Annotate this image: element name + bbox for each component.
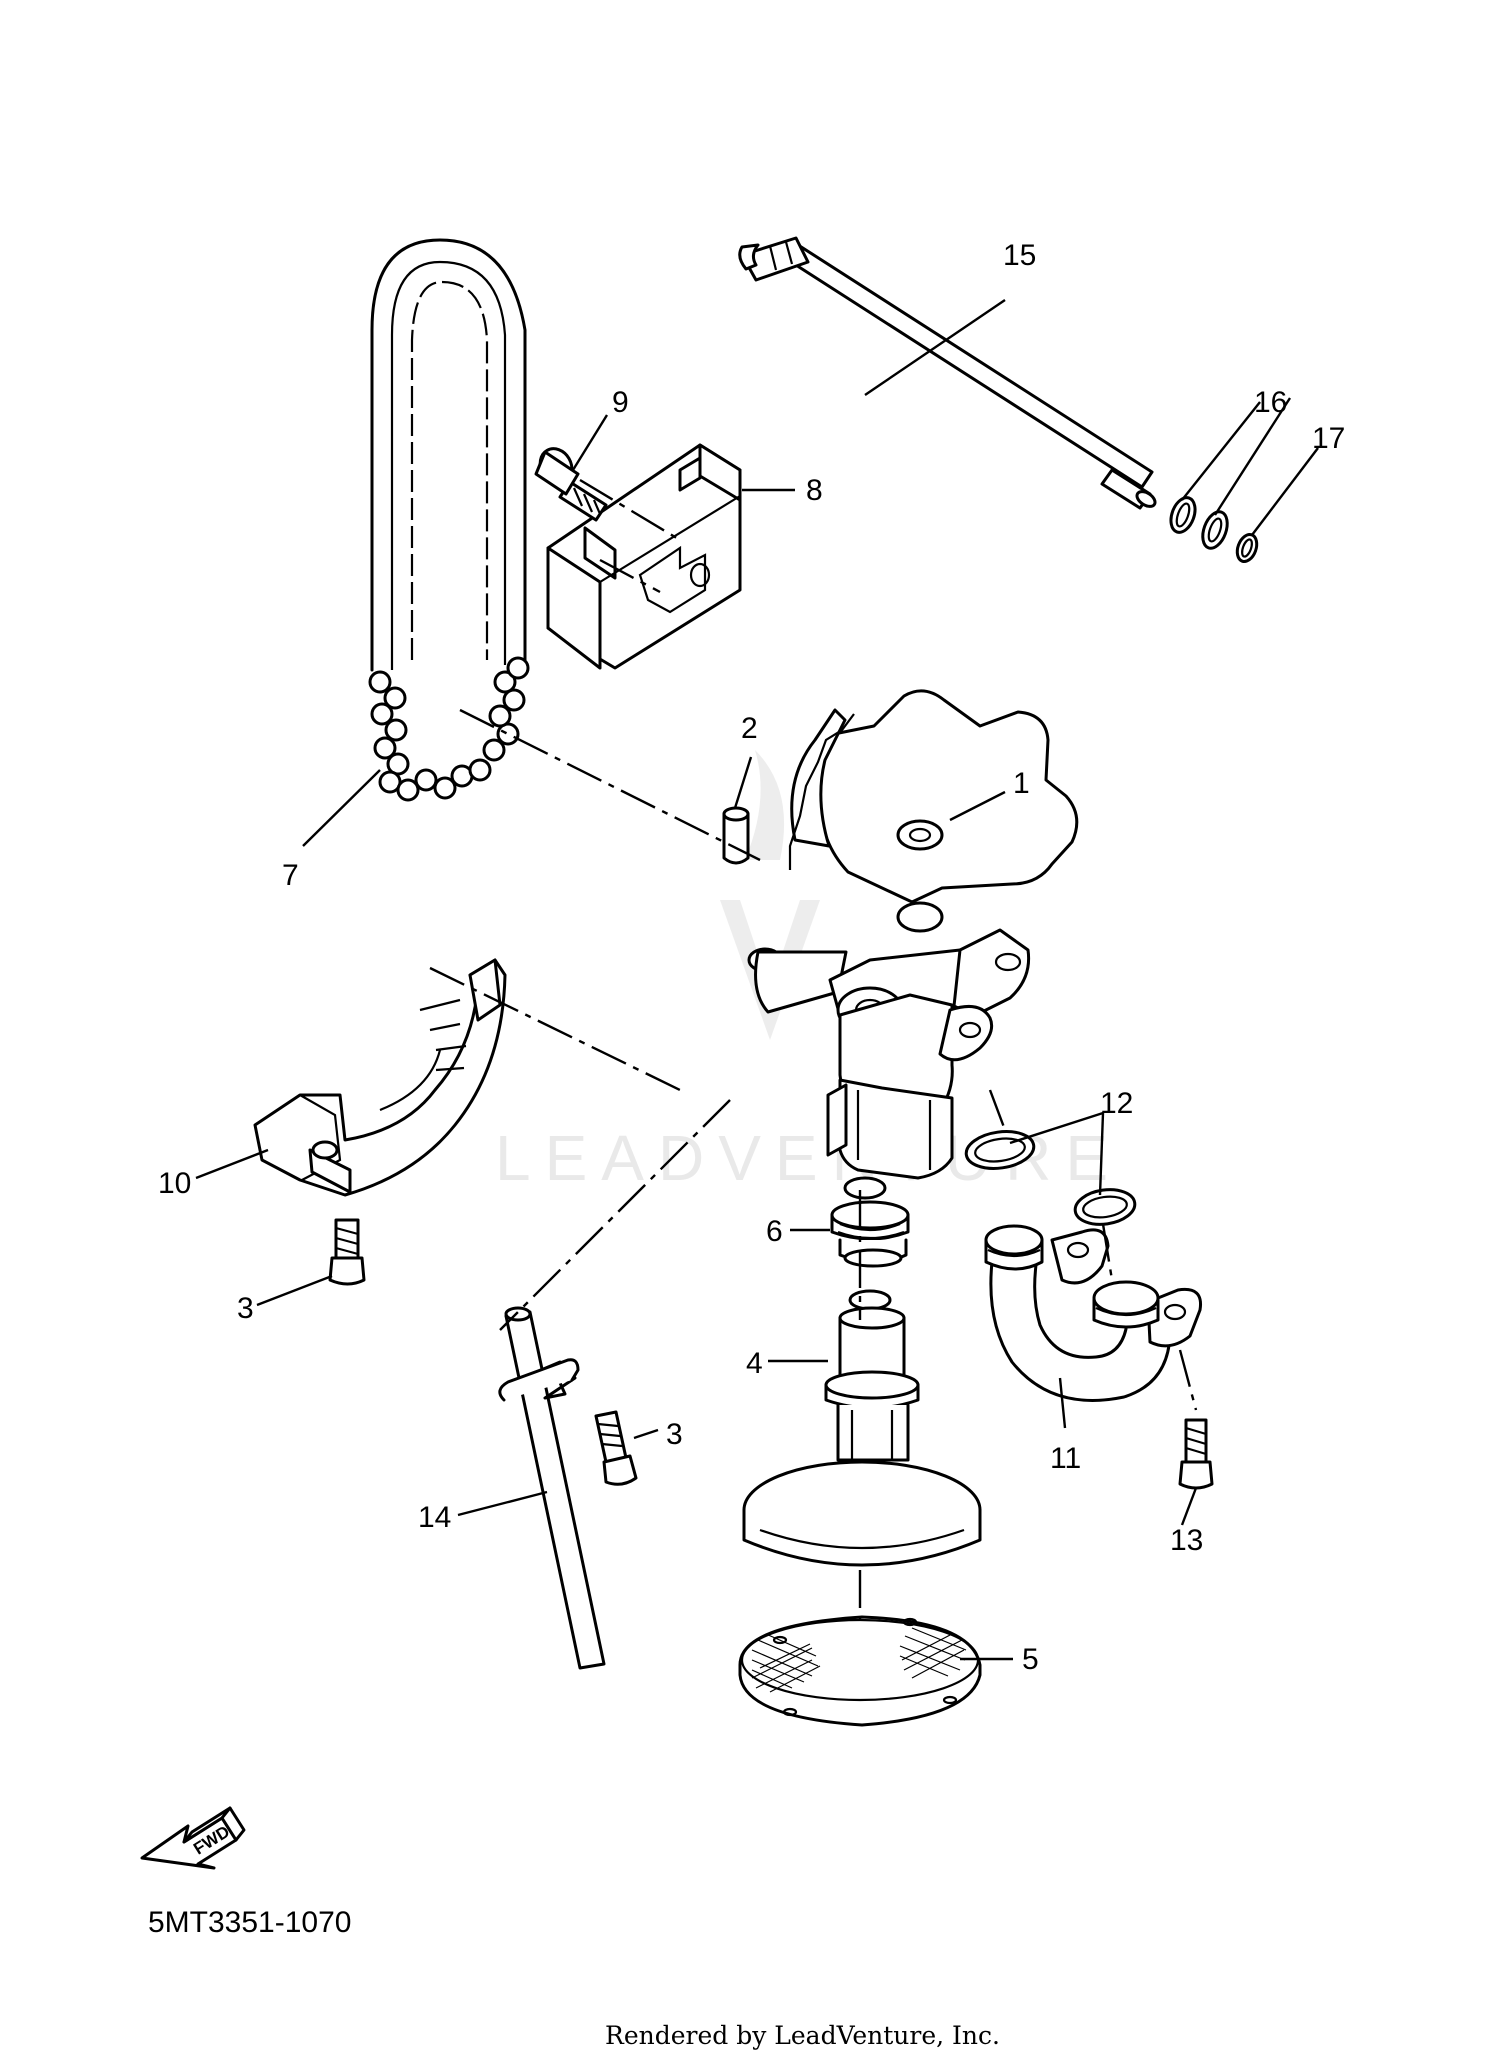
callout-14: 14	[418, 1501, 451, 1534]
callout-3-b: 3	[666, 1418, 683, 1451]
part-7-chain[interactable]	[368, 238, 530, 802]
callout-4: 4	[746, 1347, 763, 1380]
part-15-shaft[interactable]	[738, 236, 1158, 510]
part-12-gasket-b[interactable]	[1073, 1186, 1137, 1228]
callout-13: 13	[1170, 1524, 1203, 1557]
diagram-code: 5MT3351-1070	[148, 1906, 351, 1939]
callout-10: 10	[158, 1167, 191, 1200]
callout-6: 6	[766, 1215, 783, 1248]
rendered-by-credit: Rendered by LeadVenture, Inc.	[605, 2021, 1000, 2050]
screen-mesh-left	[751, 1633, 821, 1693]
part-17-o-ring[interactable]	[1234, 532, 1260, 564]
part-16-o-ring-b[interactable]	[1198, 508, 1232, 551]
part-14-pipe[interactable]	[498, 1306, 606, 1670]
callout-1: 1	[1013, 767, 1030, 800]
callout-15: 15	[1003, 239, 1036, 272]
screen-mesh-right	[899, 1627, 967, 1679]
callout-16: 16	[1254, 386, 1287, 419]
part-8-chain-guide[interactable]	[546, 443, 742, 670]
callout-17: 17	[1312, 422, 1345, 455]
part-1-oil-pump[interactable]	[747, 689, 1079, 1180]
part-10-bearing-cap[interactable]	[253, 958, 507, 1197]
part-11-oil-pipe[interactable]	[984, 1224, 1203, 1402]
part-3-bolt-b[interactable]	[594, 1410, 638, 1486]
part-3-bolt-a[interactable]	[328, 1218, 366, 1286]
leader-lines	[195, 299, 1319, 1661]
part-4-strainer-housing[interactable]	[742, 1289, 982, 1567]
part-9-bolt[interactable]	[534, 443, 608, 522]
callout-numbers: 15 16 17 9 8 7 2 1 10 3 12 6 4 3 11 13 1…	[158, 239, 1345, 1676]
callout-7: 7	[282, 859, 299, 892]
part-5-strainer-screen[interactable]	[738, 1615, 982, 1727]
callout-3-a: 3	[237, 1292, 254, 1325]
part-6-collar[interactable]	[830, 1176, 910, 1268]
callout-2: 2	[741, 712, 758, 745]
callout-8: 8	[806, 474, 823, 507]
fwd-arrow: FWD	[140, 1806, 246, 1870]
callout-9: 9	[612, 386, 629, 419]
part-13-bolt[interactable]	[1178, 1418, 1214, 1490]
part-16-o-ring-a[interactable]	[1167, 494, 1200, 535]
alignment-lines	[429, 478, 1198, 1620]
part-2-dowel-pin[interactable]	[722, 806, 750, 865]
callout-12: 12	[1100, 1087, 1133, 1120]
callout-5: 5	[1022, 1643, 1039, 1676]
chain-links	[368, 656, 530, 802]
callout-11: 11	[1050, 1442, 1081, 1475]
